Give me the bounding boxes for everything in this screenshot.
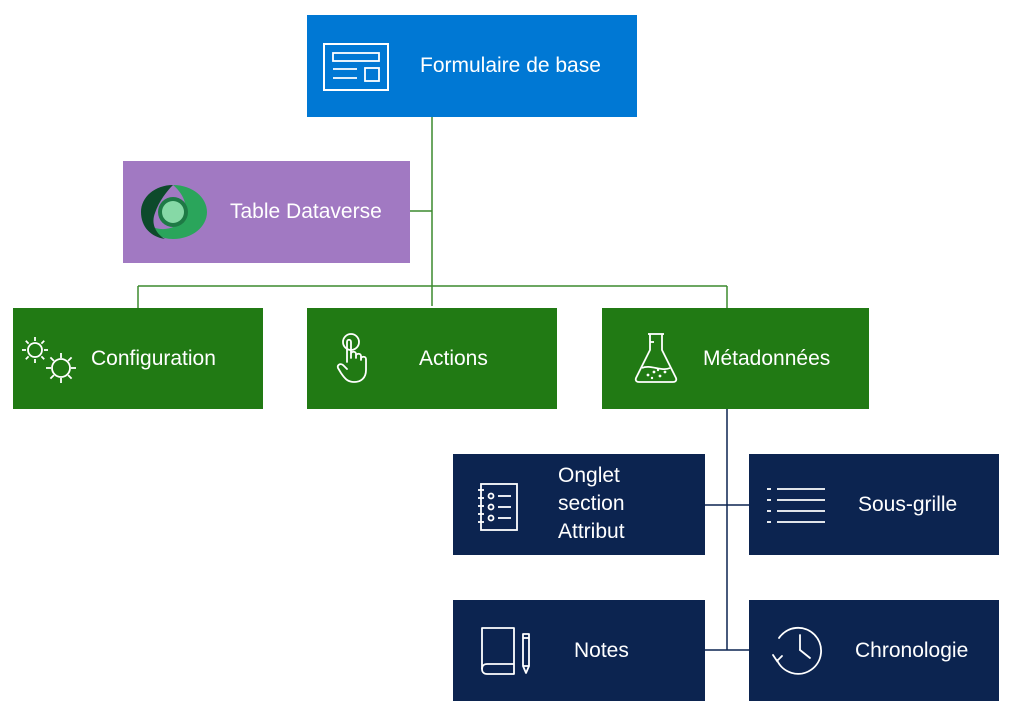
subgrid-node: Sous-grille bbox=[749, 454, 999, 555]
clock-icon bbox=[772, 626, 822, 675]
book-pencil-icon bbox=[481, 627, 530, 675]
timeline-label: Chronologie bbox=[855, 639, 969, 662]
attribute-label-line: Attribut bbox=[558, 520, 625, 543]
actions-node: Actions bbox=[307, 308, 557, 409]
notes-node: Notes bbox=[453, 600, 705, 701]
root-node: Formulaire de base bbox=[307, 15, 637, 117]
list-icon bbox=[767, 488, 825, 523]
subgrid-label: Sous-grille bbox=[858, 493, 958, 516]
actions-label: Actions bbox=[419, 347, 488, 370]
metadata-node: Métadonnées bbox=[602, 308, 869, 409]
configuration-label: Configuration bbox=[91, 347, 216, 370]
source-label: Table Dataverse bbox=[230, 200, 382, 223]
notebook-list-icon bbox=[478, 483, 518, 531]
flask-icon bbox=[634, 333, 678, 383]
tab-section-attribute-node: Onglet section Attribut bbox=[453, 454, 705, 555]
configuration-node: Configuration bbox=[13, 308, 263, 409]
section-label-line: section bbox=[558, 492, 625, 515]
root-label: Formulaire de base bbox=[420, 54, 601, 77]
touch-icon bbox=[336, 333, 367, 383]
form-icon bbox=[323, 43, 389, 91]
metadata-label: Métadonnées bbox=[703, 347, 831, 370]
tab-label-line: Onglet bbox=[558, 464, 620, 487]
notes-label: Notes bbox=[574, 639, 629, 662]
timeline-node: Chronologie bbox=[749, 600, 999, 701]
tab-section-attribute-label: Onglet section Attribut bbox=[558, 462, 625, 546]
dataverse-logo bbox=[141, 185, 207, 239]
gears-icon bbox=[22, 337, 76, 383]
source-node: Table Dataverse bbox=[123, 161, 410, 263]
